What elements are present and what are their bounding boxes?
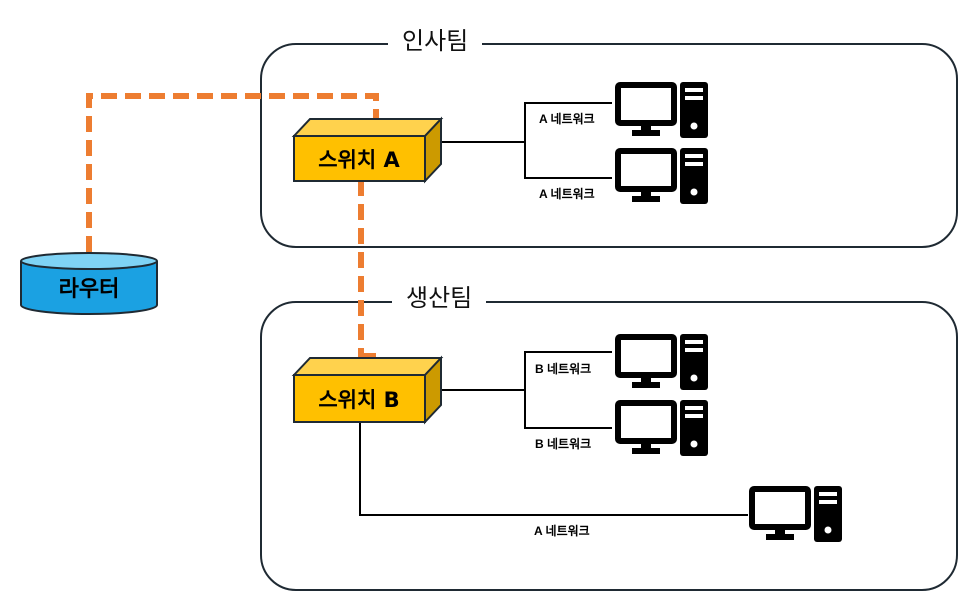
computer-icon <box>615 148 708 204</box>
network-label-prod-pc3: A 네트워크 <box>534 524 590 538</box>
hr-team-area <box>260 43 958 248</box>
router: 라우터 <box>20 252 158 315</box>
network-label-hr-pc2: A 네트워크 <box>539 187 595 201</box>
production-team-area <box>260 301 958 591</box>
access-link-prod-pc1 <box>524 351 612 390</box>
access-link-hr-pc2 <box>524 142 612 179</box>
computer-icon <box>615 400 708 456</box>
network-label-prod-pc2: B 네트워크 <box>535 437 592 451</box>
network-label-prod-pc1: B 네트워크 <box>535 362 592 376</box>
switch-a-label: 스위치 A <box>318 148 400 172</box>
network-label-hr-pc1: A 네트워크 <box>539 112 595 126</box>
computer-icon <box>615 82 708 138</box>
production-team-title: 생산팀 <box>392 283 487 313</box>
trunk-link-router-switch-a <box>86 93 379 252</box>
router-label: 라우터 <box>59 277 120 302</box>
switch-a: 스위치 A <box>291 116 444 184</box>
access-link-prod-pc3 <box>359 420 748 516</box>
hr-team-title: 인사팀 <box>388 26 483 56</box>
computer-icon <box>749 486 842 542</box>
switch-b-label: 스위치 B <box>318 388 399 412</box>
computer-icon <box>615 334 708 390</box>
switch-b: 스위치 B <box>291 355 444 425</box>
access-link-hr-pc1 <box>524 102 612 142</box>
access-link-prod-pc2 <box>524 390 612 429</box>
